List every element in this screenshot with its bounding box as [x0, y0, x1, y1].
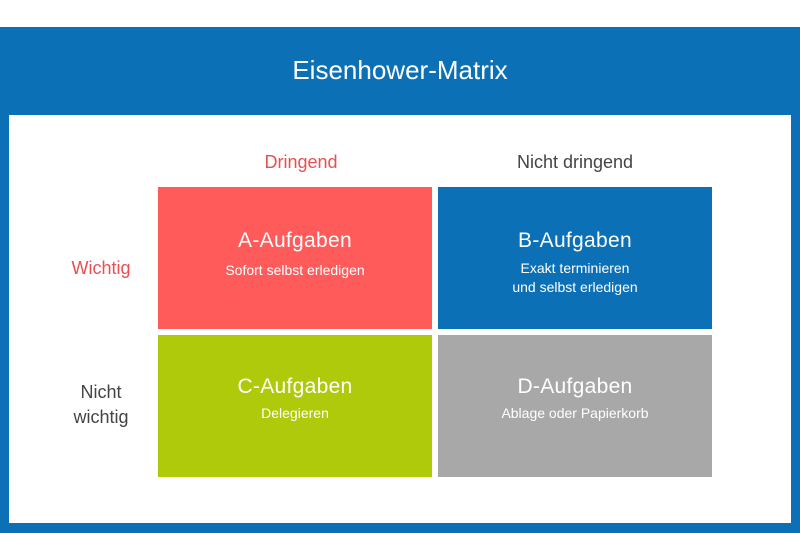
quadrant-d-description: Ablage oder Papierkorb: [501, 405, 649, 421]
quadrant-b-description-line1: Exakt terminieren: [520, 260, 630, 276]
quadrant-b: B-Aufgaben Exakt terminieren und selbst …: [438, 187, 712, 329]
quadrant-c-description: Delegieren: [261, 405, 329, 421]
quadrant-d: D-Aufgaben Ablage oder Papierkorb: [438, 335, 712, 477]
matrix-title: Eisenhower-Matrix: [292, 55, 508, 85]
row-header-not-important-line2: wichtig: [73, 407, 129, 427]
quadrant-c-title: C-Aufgaben: [237, 375, 353, 398]
column-header-not-urgent: Nicht dringend: [516, 152, 634, 172]
row-header-not-important-line1: Nicht: [80, 382, 122, 402]
quadrant-a: A-Aufgaben Sofort selbst erledigen: [158, 187, 432, 329]
row-header-important: Wichtig: [50, 256, 152, 281]
row-header-important-label: Wichtig: [71, 258, 131, 278]
quadrant-a-description: Sofort selbst erledigen: [225, 262, 365, 278]
row-header-not-important: Nicht wichtig: [50, 380, 152, 430]
column-header-urgent: Dringend: [264, 152, 338, 172]
quadrant-d-title: D-Aufgaben: [517, 375, 633, 398]
quadrant-c: C-Aufgaben Delegieren: [158, 335, 432, 477]
quadrant-a-title: A-Aufgaben: [238, 229, 352, 252]
quadrant-b-title: B-Aufgaben: [518, 229, 632, 252]
quadrant-b-description-line2: und selbst erledigen: [512, 279, 638, 295]
